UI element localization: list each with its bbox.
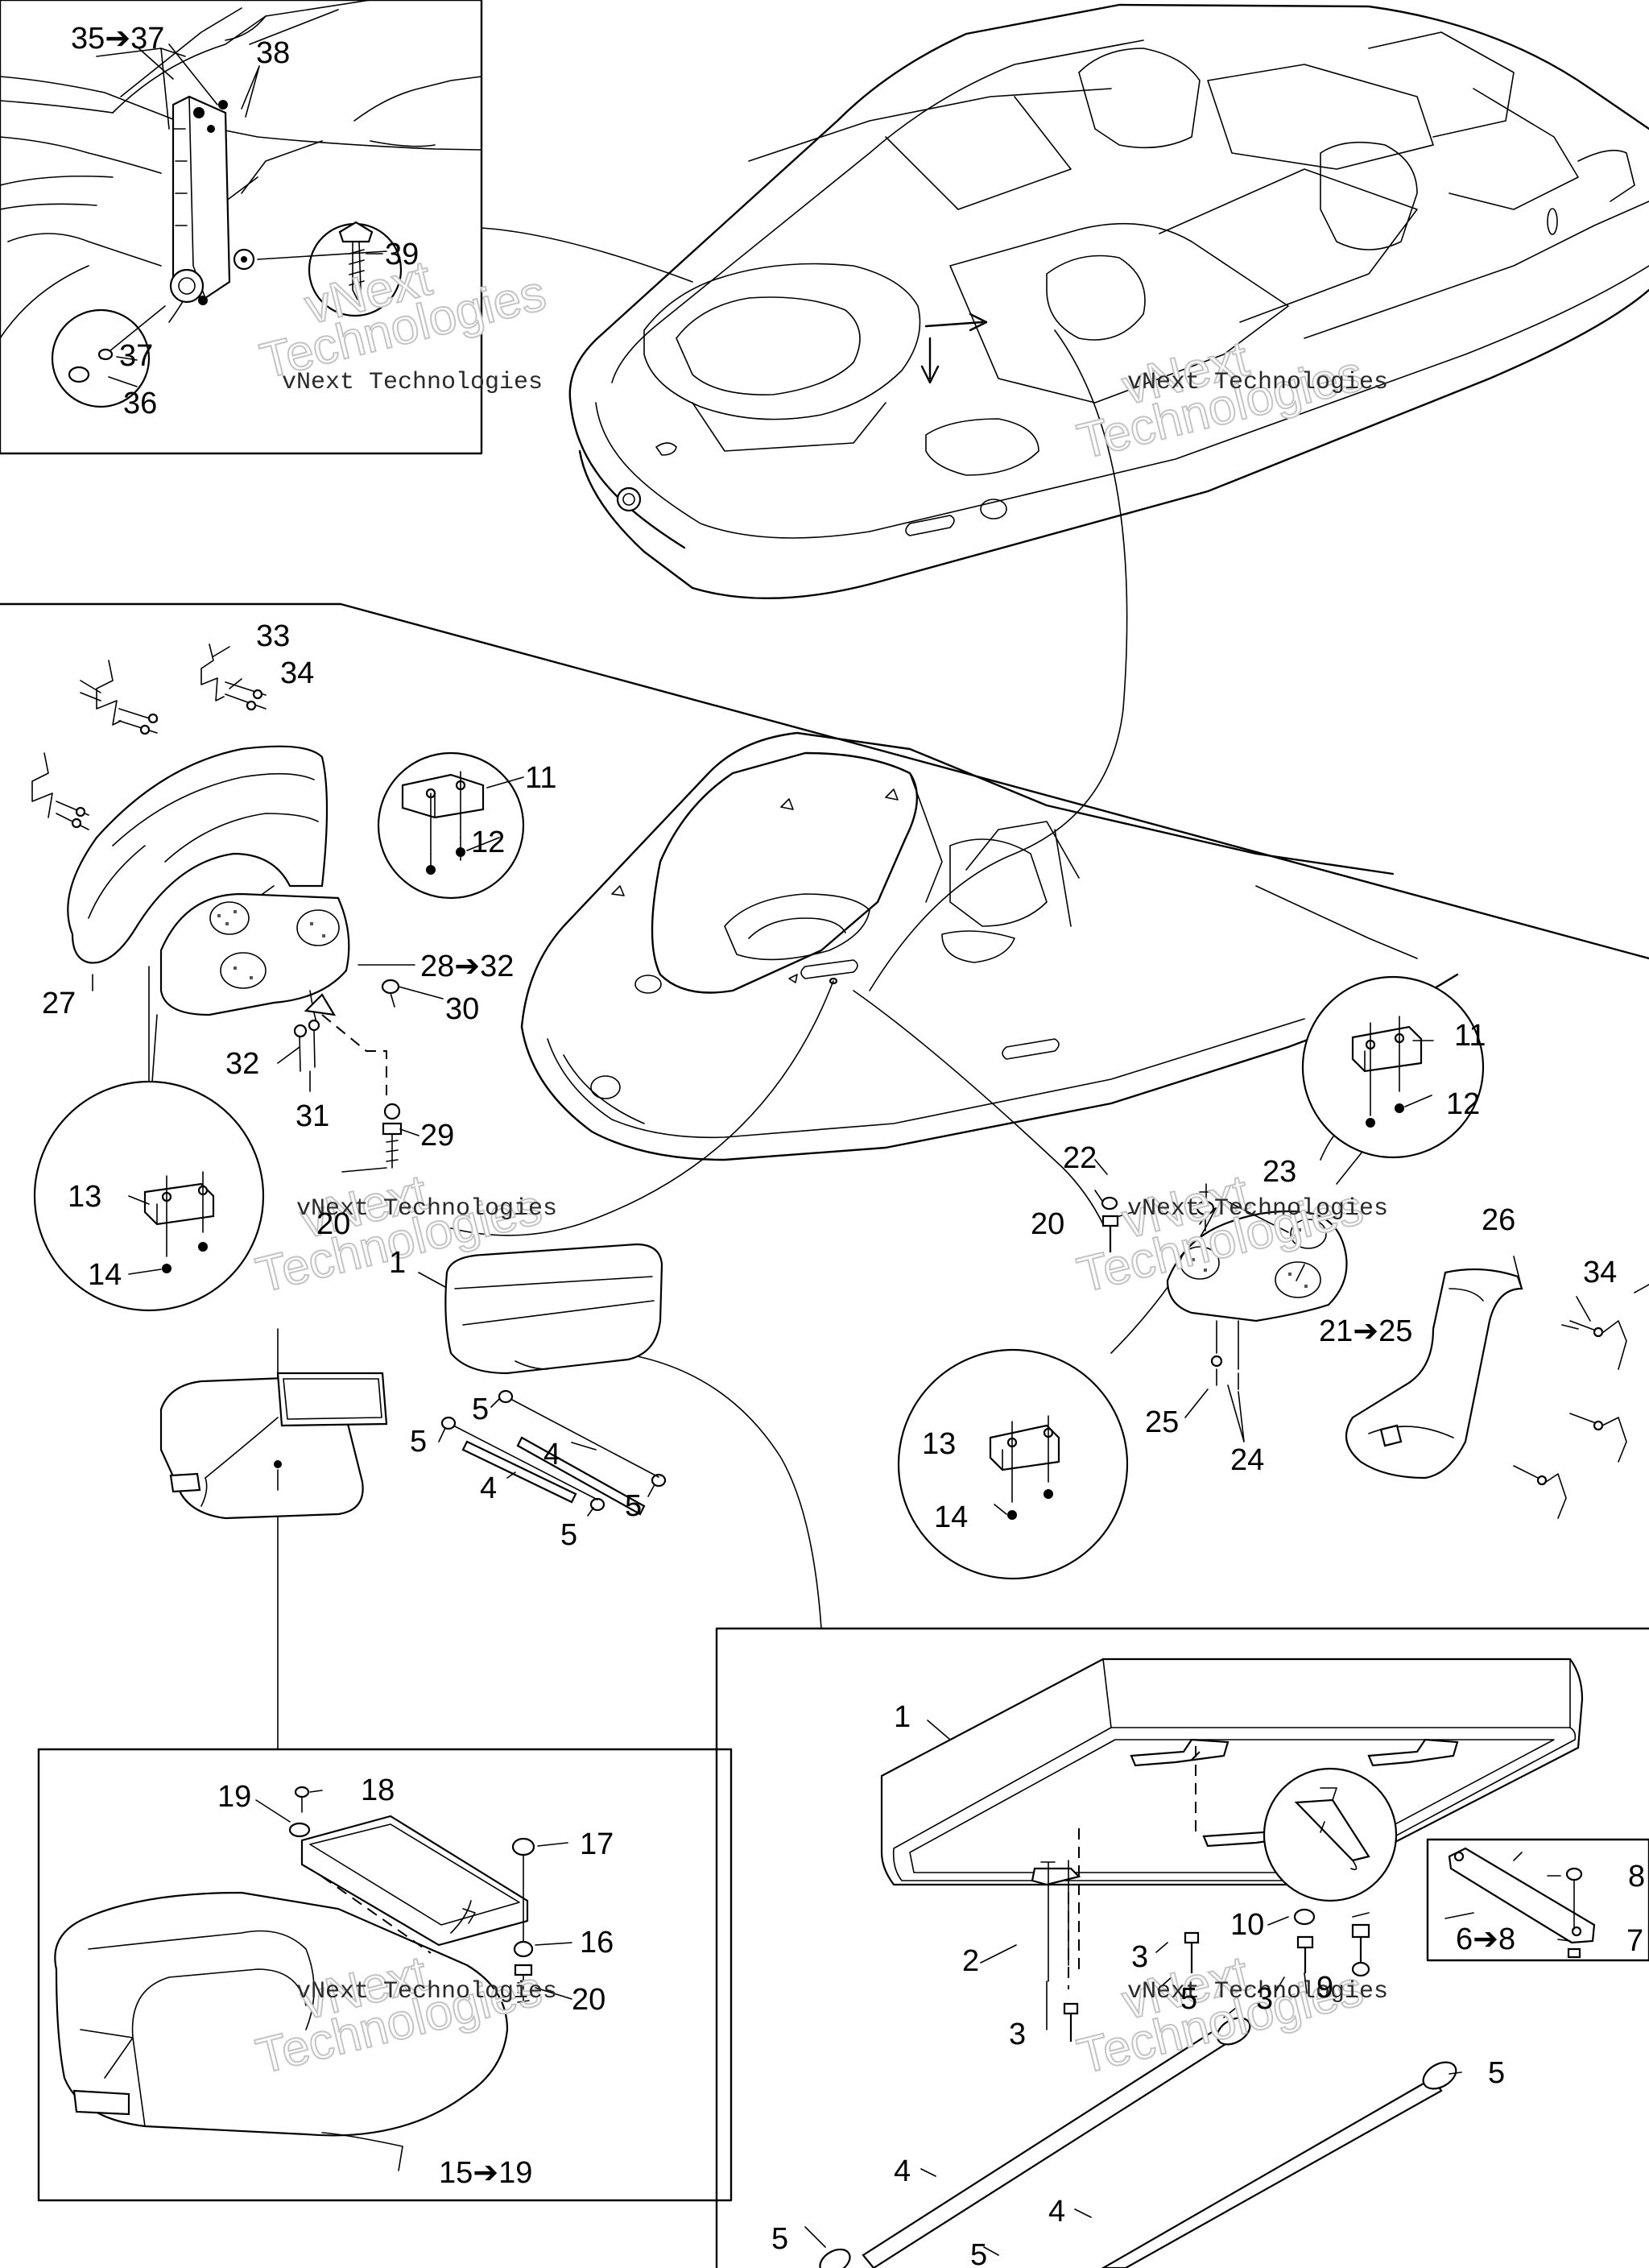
callout-23: 23 [1263,1155,1296,1189]
callout-5-e: 5 [1180,1982,1197,2016]
callout-5-g: 5 [771,2222,788,2256]
console-seat [159,1372,388,1520]
seat-frame-illustration [880,1658,1584,2042]
callout-5-b: 5 [410,1425,427,1459]
boat-overview-illustration [568,3,1649,600]
callout-13-left: 13 [68,1180,101,1214]
callout-28-32: 28➔32 [420,950,514,983]
right-seat-base [1166,1183,1348,1390]
callout-20-bottom: 20 [572,1983,605,2017]
callout-15-19: 15➔19 [439,2156,532,2190]
watermark-brand-6: vNext Technologies [1127,1978,1388,2005]
callout-12-left: 12 [471,826,505,859]
left-backrest-cushion [67,745,329,964]
callout-20-mid: 20 [1031,1207,1064,1241]
inset-box-top-left [0,0,483,455]
detail-circle-13-14-left [33,1080,265,1312]
callout-27: 27 [42,987,76,1020]
callout-1-top: 1 [389,1246,406,1280]
hardware-clips-left [31,644,267,830]
watermark-brand-4: vNext Technologies [1127,1195,1388,1223]
callout-34-right: 34 [1583,1256,1617,1289]
callout-12-right: 12 [1446,1087,1480,1121]
support-tubes-left [440,1389,667,1516]
callout-29: 29 [420,1119,454,1153]
callout-3-a: 3 [1131,1940,1148,1974]
callout-17: 17 [580,1827,614,1861]
callout-24: 24 [1230,1443,1264,1477]
watermark-brand-3: vNext Technologies [296,1195,557,1223]
callout-5-c: 5 [625,1489,642,1523]
callout-19: 19 [217,1780,251,1814]
callout-32: 32 [225,1047,259,1081]
seat-pad-cushion [444,1243,663,1375]
watermark-brand-5: vNext Technologies [296,1978,557,2005]
seat-detail-illustration [54,1786,535,2137]
callout-20-left: 20 [316,1207,350,1241]
inset-box-seat-detail [37,1748,733,2202]
callout-11-right: 11 [1454,1019,1486,1053]
callout-39: 39 [385,238,419,271]
callout-14-right: 14 [934,1500,968,1534]
callout-26: 26 [1482,1203,1515,1237]
callout-3-c: 3 [1009,2018,1026,2051]
watermark-brand-1: vNext Technologies [282,369,543,396]
callout-31: 31 [295,1099,329,1133]
fastener-screw-20-mid [1101,1215,1119,1252]
right-backrest-cushion [1345,1268,1523,1480]
callout-4-c: 4 [894,2154,911,2188]
callout-36: 36 [123,387,157,420]
detail-circle-11-12-left [377,751,525,900]
callout-25: 25 [1145,1405,1179,1439]
watermark-brand-2: vNext Technologies [1127,369,1388,396]
leader-lines-pad [418,1272,655,1517]
inset-box-bottom-right [715,1627,1649,2268]
inset-box-bracket-detail [1426,1838,1649,1962]
callout-35-37: 35➔37 [71,22,164,56]
callout-21-25: 21➔25 [1319,1314,1412,1348]
callout-30: 30 [445,992,479,1026]
leader-lines-left [92,646,524,1275]
callout-14-left: 14 [88,1258,122,1292]
callout-16: 16 [580,1926,614,1960]
callout-labels: 35➔37 38 39 37 36 33 34 11 12 27 28➔32 3… [42,22,1645,2268]
callout-11-left: 11 [525,761,556,795]
panel-divider-line [0,602,1649,960]
callout-5-f: 5 [1488,2056,1505,2090]
callout-34-left: 34 [280,656,314,690]
callout-38: 38 [256,36,290,70]
leader-lines-top-left [108,46,383,387]
callout-7: 7 [1626,1924,1643,1958]
callout-5-a: 5 [472,1393,489,1426]
bracket-detail-illustration [1448,1847,1596,1959]
connector-lines [148,227,1370,1750]
leader-lines-bottom-right [804,1720,1571,2256]
callout-5-d: 5 [560,1518,577,1552]
callout-9: 9 [1316,1971,1333,2005]
hardware-clips-right [1513,1284,1649,1519]
callout-33: 33 [256,619,290,653]
callout-5-h: 5 [970,2238,987,2268]
callout-18: 18 [361,1773,395,1807]
callout-8: 8 [1628,1860,1645,1893]
callout-13-right: 13 [922,1427,956,1461]
callout-4-b: 4 [480,1471,497,1505]
leader-lines-seat-detail [255,1790,572,2171]
detail-circle-13-14-right [897,1348,1129,1580]
callout-37: 37 [119,339,153,373]
detail-circle-11-12-right [1301,975,1485,1159]
callout-4-d: 4 [1048,2195,1065,2229]
fastener-washer-22 [1101,1196,1118,1211]
callout-2: 2 [962,1944,979,1978]
callout-3-b: 3 [1256,1982,1273,2016]
callout-10: 10 [1230,1908,1264,1942]
callout-1-box: 1 [894,1700,911,1734]
callout-6-8: 6➔8 [1456,1922,1515,1956]
callout-4-a: 4 [543,1438,560,1471]
boat-bow-illustration [520,731,1459,1161]
callout-22: 22 [1063,1141,1097,1175]
left-seat-base [148,892,403,1169]
